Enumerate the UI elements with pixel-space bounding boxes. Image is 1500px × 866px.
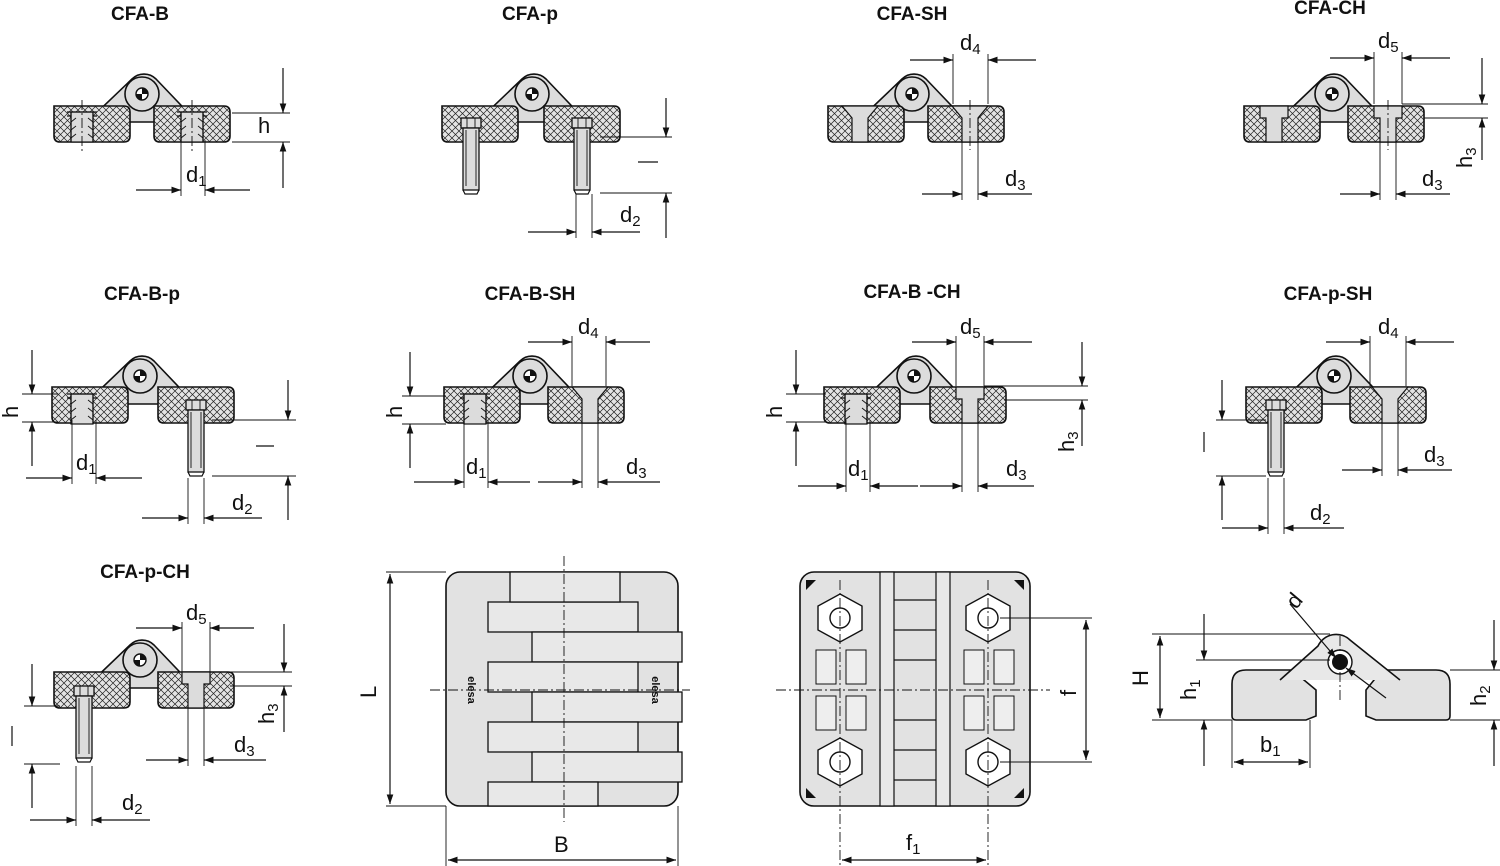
dim-h3-pch: h3: [254, 703, 282, 724]
view-cfa-p: CFA-p d2: [441, 4, 672, 238]
dim-d3-psh: d3: [1424, 442, 1445, 470]
view-title-cfa-p-sh: CFA-p-SH: [1284, 284, 1373, 305]
dim-L: L: [356, 686, 381, 698]
logo-left: elesa: [465, 676, 477, 704]
dim-d2: d2: [620, 202, 641, 230]
dim-d4: d4: [960, 30, 981, 58]
dim-d3-pch: d3: [234, 732, 255, 760]
dim-h3-bch: h3: [1054, 431, 1082, 452]
dim-B: B: [554, 832, 569, 857]
dim-h-bch: h: [762, 406, 787, 418]
dim-d1-bsh: d1: [466, 454, 487, 482]
view-cfa-b: CFA-B h d1: [53, 4, 290, 196]
dim-d3-bch: d3: [1006, 456, 1027, 484]
view-cfa-sh: CFA-SH d4 d3: [827, 4, 1036, 200]
dim-d1-bch: d1: [848, 456, 869, 484]
dim-d5: d5: [1378, 28, 1399, 56]
view-cfa-p-ch: CFA-p-CH d2 d5 h3 d3: [11, 562, 292, 826]
dim-f: f: [1056, 689, 1081, 696]
view-title-cfa-p-ch: CFA-p-CH: [100, 562, 190, 583]
view-back-holes: f f1: [776, 571, 1092, 866]
dim-d3-bsh: d3: [626, 454, 647, 482]
dim-f1: f1: [906, 830, 920, 858]
dim-d4-bsh: d4: [578, 314, 599, 342]
view-cfa-b-sh: CFA-B-SH h d1 d4 d3: [382, 284, 660, 488]
view-side: d H h1 h2 b1: [1128, 588, 1500, 768]
view-title-cfa-b-ch: CFA-B -CH: [863, 282, 960, 303]
view-title-cfa-ch: CFA-CH: [1294, 0, 1366, 19]
view-front-interlock: elesa elesa L B: [356, 556, 690, 866]
view-cfa-b-p: CFA-B-p h d1 d2: [0, 284, 296, 524]
dim-d2-pch: d2: [122, 790, 143, 818]
dim-d3: d3: [1005, 166, 1026, 194]
view-title-cfa-b-p: CFA-B-p: [104, 284, 180, 305]
logo-right: elesa: [649, 676, 661, 704]
view-cfa-b-ch: CFA-B -CH h d1 d5 h3 d3: [762, 282, 1088, 492]
dim-h: h: [258, 113, 270, 138]
view-title-cfa-b: CFA-B: [111, 4, 169, 25]
dim-h2: h2: [1466, 685, 1494, 706]
dim-d1-bp: d1: [76, 450, 97, 478]
view-title-cfa-b-sh: CFA-B-SH: [485, 284, 576, 305]
dim-d: d: [1281, 588, 1308, 613]
dim-h3: h3: [1452, 147, 1480, 168]
dim-h-bsh: h: [382, 406, 407, 418]
dim-d2-bp: d2: [232, 490, 253, 518]
dim-h1: h1: [1176, 679, 1204, 700]
dim-d5-bch: d5: [960, 314, 981, 342]
dim-H: H: [1128, 670, 1153, 686]
dim-b1: b1: [1260, 732, 1281, 760]
dim-d5-pch: d5: [186, 600, 207, 628]
view-title-cfa-p: CFA-p: [502, 4, 558, 25]
dim-d1: d1: [186, 162, 207, 190]
dim-d4-psh: d4: [1378, 314, 1399, 342]
view-cfa-p-sh: CFA-p-SH d2 d4 d3: [1203, 284, 1454, 534]
dim-h-bp: h: [0, 406, 23, 418]
dim-d3-ch: d3: [1422, 166, 1443, 194]
view-title-cfa-sh: CFA-SH: [877, 4, 948, 25]
dim-d2-psh: d2: [1310, 500, 1331, 528]
view-cfa-ch: CFA-CH d5 h3 d3: [1243, 0, 1488, 200]
